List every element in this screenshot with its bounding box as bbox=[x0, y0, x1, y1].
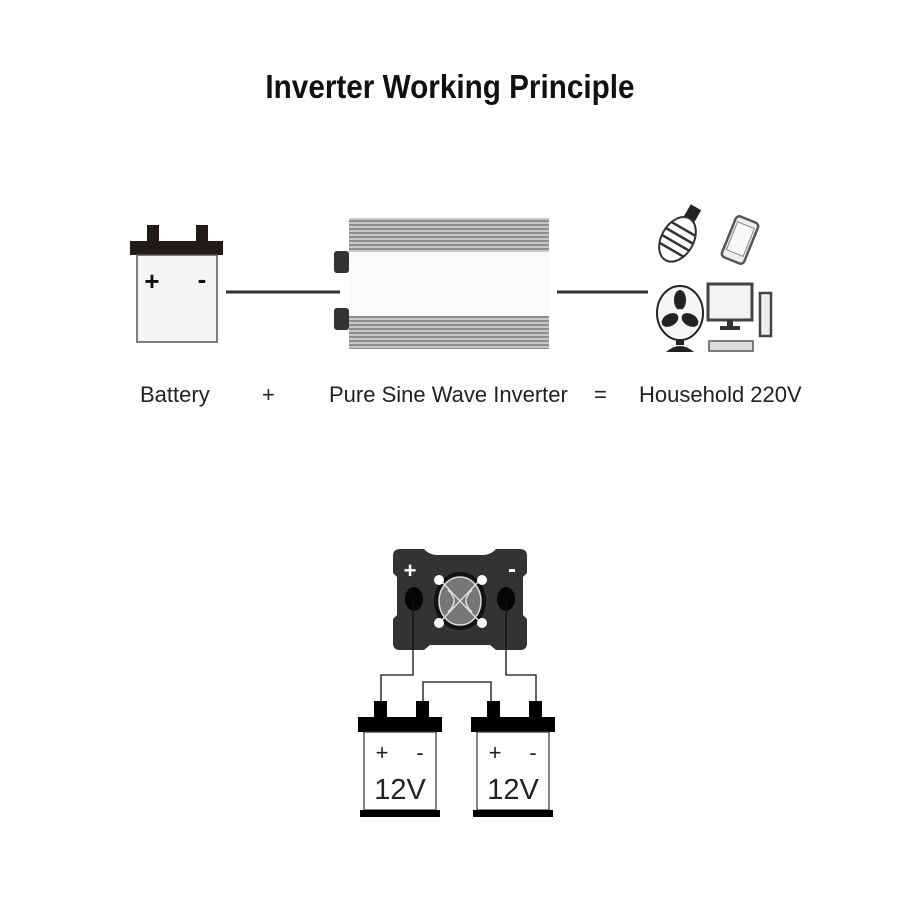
series-battery-voltage: 12V bbox=[374, 774, 426, 806]
battery-icon: + - bbox=[130, 225, 223, 343]
inverter-input-terminal-negative bbox=[334, 308, 349, 330]
battery-label: Battery bbox=[140, 382, 210, 407]
inverter-label: Pure Sine Wave Inverter bbox=[329, 382, 568, 407]
series-battery-negative-sign: - bbox=[416, 740, 423, 765]
wire-positive bbox=[380, 600, 414, 702]
series-wiring bbox=[380, 600, 537, 702]
plus-operator: + bbox=[262, 382, 275, 407]
inverter-bottom-fins bbox=[349, 316, 549, 349]
inverter-negative-sign: - bbox=[508, 556, 516, 583]
equals-operator: = bbox=[594, 382, 607, 407]
series-battery-positive-sign: + bbox=[489, 740, 502, 765]
series-battery-positive-sign: + bbox=[376, 740, 389, 765]
series-battery-negative-sign: - bbox=[529, 740, 536, 765]
battery-body bbox=[136, 254, 218, 343]
inverter-negative-post bbox=[497, 587, 515, 611]
series-battery-voltage: 12V bbox=[487, 774, 539, 806]
inverter-icon bbox=[334, 218, 549, 349]
page-title: Inverter Working Principle bbox=[265, 68, 635, 105]
inverter-face bbox=[349, 252, 549, 316]
series-battery-1: + - 12V bbox=[358, 701, 442, 817]
battery-lid bbox=[130, 241, 223, 255]
battery-terminal-positive bbox=[147, 225, 159, 243]
battery-positive-sign: + bbox=[144, 266, 159, 296]
battery-negative-sign: - bbox=[198, 264, 207, 294]
series-battery-2: + - 12V bbox=[471, 701, 555, 817]
inverter-positive-post bbox=[405, 587, 423, 611]
wire-series-link bbox=[422, 681, 492, 702]
light-bulb-icon bbox=[658, 204, 702, 263]
battery-terminal-negative bbox=[196, 225, 208, 243]
desktop-computer-icon bbox=[706, 282, 773, 352]
inverter-terminal-panel: + - bbox=[393, 549, 527, 650]
wire-negative bbox=[505, 600, 537, 702]
inverter-positive-sign: + bbox=[404, 558, 417, 583]
smartphone-icon bbox=[720, 215, 760, 265]
desk-fan-icon bbox=[656, 285, 704, 352]
household-label: Household 220V bbox=[639, 382, 802, 407]
inverter-top-fins bbox=[349, 218, 549, 252]
household-appliances bbox=[656, 204, 773, 352]
inverter-input-terminal-positive bbox=[334, 251, 349, 273]
